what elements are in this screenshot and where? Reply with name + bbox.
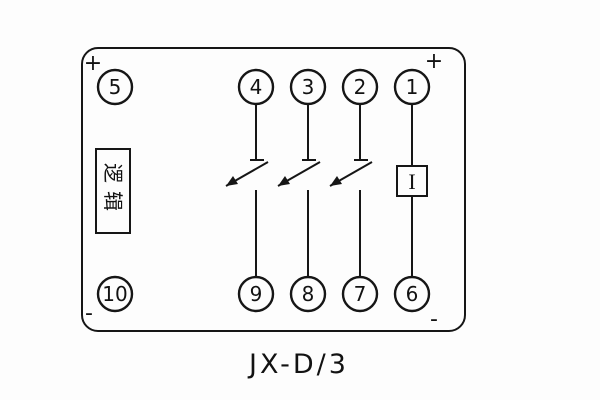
terminal-4: 4 <box>237 68 275 106</box>
terminal-circle <box>96 275 134 313</box>
terminal-circle <box>393 68 431 106</box>
logic-module-label: 逻辑 <box>101 163 125 219</box>
terminal-7: 7 <box>341 275 379 313</box>
terminal-circle <box>393 275 431 313</box>
blade-arrow-icon <box>330 176 342 186</box>
blade-arrow-icon <box>278 176 290 186</box>
terminal-circle <box>237 275 275 313</box>
polarity-minus-bottom-left: - <box>85 301 93 326</box>
terminal-label: 7 <box>354 282 367 306</box>
polarity-minus-bottom-right: - <box>430 307 438 332</box>
terminal-1: 1 <box>393 68 431 106</box>
contact-switch-3-8 <box>277 104 321 277</box>
terminal-6: 6 <box>393 275 431 313</box>
terminal-label: 10 <box>102 282 127 306</box>
terminal-label: 2 <box>354 75 367 99</box>
contact-switch-4-9 <box>225 104 269 277</box>
terminal-5: 5 <box>96 68 134 106</box>
logic-module: 逻辑 <box>95 148 131 234</box>
terminal-circle <box>289 68 327 106</box>
terminal-circle <box>96 68 134 106</box>
polarity-plus-top-right: + <box>425 49 443 74</box>
terminal-3: 3 <box>289 68 327 106</box>
device-outline <box>81 47 466 332</box>
terminal-label: 9 <box>250 282 263 306</box>
polarity-plus-top-left: + <box>84 51 102 76</box>
logic-module-box <box>95 148 131 234</box>
terminal-9: 9 <box>237 275 275 313</box>
terminal-circle <box>289 275 327 313</box>
terminal-label: 3 <box>302 75 315 99</box>
model-title: JX-D/3 <box>247 349 349 380</box>
terminal-10: 10 <box>96 275 134 313</box>
terminal-label: 5 <box>109 75 122 99</box>
contact-switch-2-7 <box>329 104 373 277</box>
terminal-8: 8 <box>289 275 327 313</box>
current-element-1-6: I <box>396 104 428 277</box>
terminal-circle <box>341 68 379 106</box>
current-element-label: I <box>408 169 415 194</box>
terminal-circle <box>341 275 379 313</box>
blade-arrow-icon <box>226 176 238 186</box>
terminal-label: 4 <box>250 75 263 99</box>
terminal-label: 8 <box>302 282 315 306</box>
terminal-circle <box>237 68 275 106</box>
terminal-label: 1 <box>406 75 419 99</box>
terminal-2: 2 <box>341 68 379 106</box>
terminal-label: 6 <box>406 282 419 306</box>
